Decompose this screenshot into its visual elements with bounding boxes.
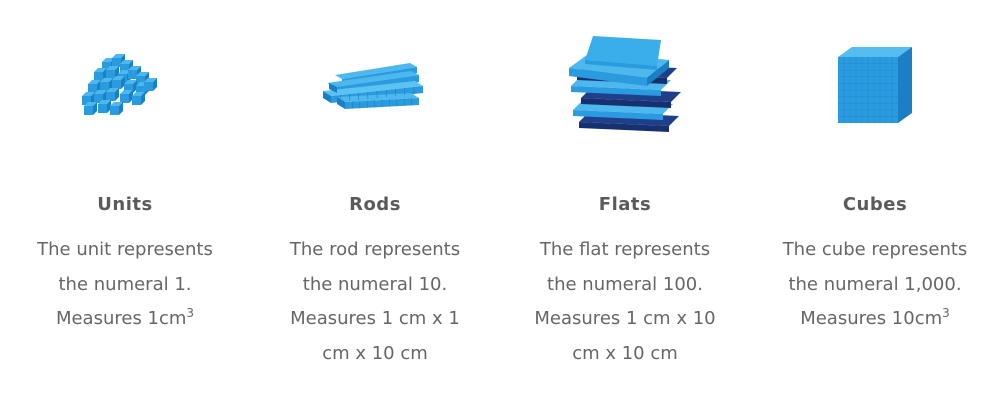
cubes-title: Cubes	[842, 194, 908, 215]
units-line-1: The unit represents	[37, 239, 213, 260]
units-line-3: Measures 1cm3	[15, 302, 235, 337]
units-description: The unit represents the numeral 1. Measu…	[15, 233, 235, 337]
cubes-illustration	[750, 0, 1000, 175]
column-cubes: Cubes The cube represents the numeral 1,…	[750, 0, 1000, 417]
unit-cubes-pile-icon	[82, 53, 157, 115]
column-flats: Flats The flat represents the numeral 10…	[500, 0, 750, 417]
rods-line-4: cm x 10 cm	[322, 342, 428, 364]
cubes-line-1: The cube represents	[782, 239, 968, 260]
rods-line-3: Measures 1 cm x 1	[290, 308, 460, 329]
units-illustration	[0, 0, 250, 175]
rods-illustration	[250, 0, 500, 175]
rods-bundle-icon	[323, 62, 423, 109]
flats-line-4: cm x 10 cm	[572, 342, 678, 364]
cubes-description: The cube represents the numeral 1,000. M…	[765, 233, 985, 337]
rods-line-1: The rod represents	[289, 239, 461, 260]
cubes-line-3: Measures 10cm3	[765, 302, 985, 337]
thousand-cube-icon	[838, 46, 912, 123]
units-line-2: the numeral 1.	[58, 273, 192, 295]
cubes-measure-text: Measures 10cm	[800, 308, 943, 329]
cubes-superscript: 3	[942, 306, 950, 320]
rods-description: The rod represents the numeral 10. Measu…	[265, 233, 485, 371]
column-rods: Rods The rod represents the numeral 10. …	[250, 0, 500, 417]
rods-line-2: the numeral 10.	[302, 273, 448, 295]
flats-line-3: Measures 1 cm x 10	[534, 308, 716, 329]
column-units: Units The unit represents the numeral 1.…	[0, 0, 250, 417]
units-measure-text: Measures 1cm	[55, 308, 187, 329]
flats-line-1: The flat represents	[539, 239, 711, 260]
flats-title: Flats	[598, 194, 652, 215]
flats-illustration	[500, 0, 750, 175]
flats-stack-icon	[569, 36, 681, 132]
flats-line-2: the numeral 100.	[547, 273, 703, 295]
units-title: Units	[97, 194, 153, 215]
rods-title: Rods	[349, 194, 401, 215]
cubes-line-2: the numeral 1,000.	[788, 273, 962, 295]
units-superscript: 3	[186, 306, 195, 320]
flats-description: The flat represents the numeral 100. Mea…	[515, 233, 735, 371]
